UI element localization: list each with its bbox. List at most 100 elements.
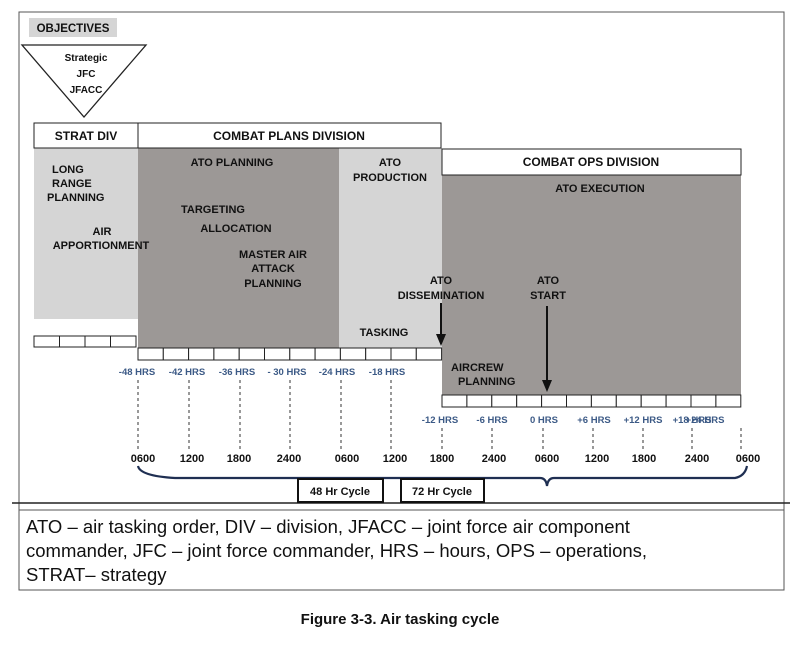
tick-minus-48: -48 HRS [119, 367, 155, 378]
ato-planning-label: ATO PLANNING [191, 157, 274, 169]
timeline-cell [390, 347, 417, 361]
combat-plans-header [137, 122, 442, 149]
tick-minus-30: - 30 HRS [267, 367, 306, 378]
ato-planning-region [138, 148, 339, 348]
tick-minus-18: -18 HRS [369, 367, 405, 378]
master-air-line1: MASTER AIR [239, 249, 307, 261]
ato-execution-region [442, 175, 741, 395]
strat-div-region [34, 148, 138, 319]
tick-plus-12: +12 HRS [624, 415, 663, 426]
strat-timeline-bar [33, 335, 137, 348]
time-3: 2400 [277, 453, 301, 465]
aircrew-planning-line2: PLANNING [458, 376, 515, 388]
aircrew-planning-line1: AIRCREW [451, 362, 504, 374]
timeline-cell [365, 347, 392, 361]
timeline-cell [137, 347, 164, 361]
combat-plans-label: COMBAT PLANS DIVISION [213, 129, 365, 143]
outer-frame [18, 11, 785, 591]
cycle-72-box [400, 478, 485, 503]
tick-plus-24: +24 HRS [686, 415, 725, 426]
air-apportionment-line2: APPORTIONMENT [53, 240, 150, 252]
legend-line-2: commander, JFC – joint force commander, … [26, 540, 647, 561]
timeline-cell [415, 347, 443, 361]
time-0: 0600 [131, 453, 155, 465]
timeline-cell [665, 394, 692, 408]
tick-plus-6: +6 HRS [577, 415, 611, 426]
time-8: 0600 [535, 453, 559, 465]
timeline-cell [640, 394, 667, 408]
timeline-cell [466, 394, 493, 408]
ops-timeline-bar [441, 394, 742, 408]
ato-production-line1: ATO [379, 157, 402, 169]
tasking-label: TASKING [360, 327, 409, 339]
combat-ops-label: COMBAT OPS DIVISION [523, 155, 659, 169]
cycle-brace [136, 465, 749, 487]
timeline-cell [188, 347, 215, 361]
long-range-line3: PLANNING [47, 192, 104, 204]
timeline-cell [690, 394, 717, 408]
objectives-box [29, 18, 117, 37]
timeline-cell [715, 394, 742, 408]
time-9: 1200 [585, 453, 609, 465]
tick-minus-12: -12 HRS [422, 415, 458, 426]
plans-timeline-bar [137, 347, 443, 361]
master-air-line2: ATTACK [251, 263, 295, 275]
timeline-cell [59, 335, 86, 348]
tick-minus-6: -6 HRS [476, 415, 507, 426]
air-apportionment-line1: AIR [93, 226, 112, 238]
timeline-cell [516, 394, 543, 408]
time-12: 0600 [736, 453, 760, 465]
cycle-72-label: 72 Hr Cycle [412, 486, 472, 498]
ato-dissemination-line1: ATO [430, 275, 453, 287]
timeline-cell [339, 347, 367, 361]
timeline-cell [491, 394, 518, 408]
timeline-cell [84, 335, 111, 348]
figure-caption: Figure 3-3. Air tasking cycle [301, 611, 500, 628]
objectives-label: OBJECTIVES [37, 23, 110, 35]
time-10: 1800 [632, 453, 656, 465]
timeline-cell [238, 347, 265, 361]
timeline-cell [213, 347, 240, 361]
tick-minus-36: -36 HRS [219, 367, 255, 378]
strat-div-label: STRAT DIV [55, 129, 117, 143]
timeline-cell [615, 394, 642, 408]
ato-execution-label: ATO EXECUTION [555, 183, 644, 195]
tick-minus-24: -24 HRS [319, 367, 355, 378]
time-2: 1800 [227, 453, 251, 465]
time-11: 2400 [685, 453, 709, 465]
long-range-line2: RANGE [52, 178, 92, 190]
ato-production-region [339, 148, 442, 348]
timeline-cell [566, 394, 592, 408]
triangle-strategic: Strategic [65, 53, 108, 64]
timeline-cell [33, 335, 60, 348]
triangle-jfc: JFC [77, 69, 96, 80]
time-7: 2400 [482, 453, 506, 465]
ato-production-line2: PRODUCTION [353, 172, 427, 184]
time-guide-lines [137, 380, 742, 450]
timeline-cell [110, 335, 137, 348]
triangle-jfacc: JFACC [70, 85, 103, 96]
ato-dissemination-line2: DISSEMINATION [398, 290, 485, 302]
timeline-cell [162, 347, 190, 361]
tick-minus-42: -42 HRS [169, 367, 205, 378]
timeline-cell [264, 347, 291, 361]
master-air-line3: PLANNING [244, 278, 301, 290]
combat-ops-header [441, 148, 742, 176]
objectives-triangle [20, 44, 148, 118]
time-5: 1200 [383, 453, 407, 465]
allocation-label: ALLOCATION [200, 223, 271, 235]
dissemination-arrow-head [436, 334, 446, 346]
timeline-cell [289, 347, 316, 361]
time-6: 1800 [430, 453, 454, 465]
tick-plus-18: +18 HRS [673, 415, 712, 426]
timeline-cell [541, 394, 567, 408]
ato-start-arrow-head [542, 380, 552, 392]
ato-start-line1: ATO [537, 275, 560, 287]
time-4: 0600 [335, 453, 359, 465]
targeting-label: TARGETING [181, 204, 245, 216]
cycle-48-label: 48 Hr Cycle [310, 486, 370, 498]
legend-line-1: ATO – air tasking order, DIV – division,… [26, 516, 630, 537]
long-range-line1: LONG [52, 164, 84, 176]
tick-zero: 0 HRS [530, 415, 558, 426]
